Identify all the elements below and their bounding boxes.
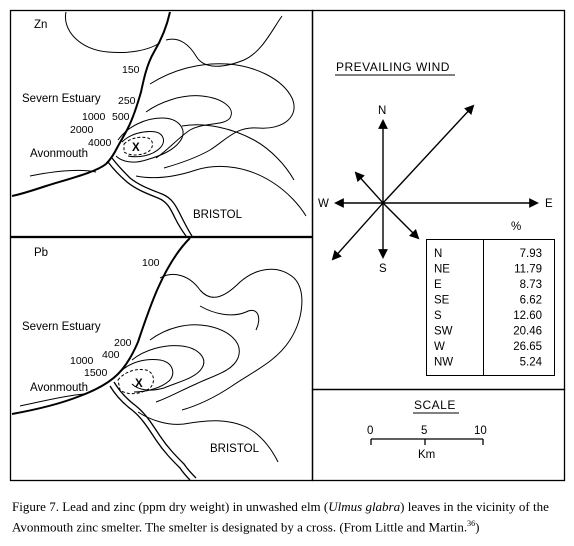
- pb-contour-mid: [199, 305, 260, 331]
- wind-table-percent: 20.46: [513, 326, 542, 338]
- caption-species: Ulmus glabra: [328, 499, 401, 514]
- compass-n-label: N: [378, 105, 386, 117]
- wind-table-percent: 8.73: [520, 279, 542, 291]
- wind-arrow-ne: [382, 104, 475, 204]
- zn-estuary-label: Severn Estuary: [22, 93, 101, 105]
- zn-contour-label: 1000: [82, 111, 106, 123]
- zn-contour-250: [149, 63, 295, 169]
- wind-table-direction: E: [434, 279, 442, 291]
- figure-caption: Figure 7. Lead and zinc (ppm dry weight)…: [12, 498, 564, 535]
- zn-map-frame: [9, 9, 314, 238]
- scale-unit: Km: [418, 449, 435, 461]
- compass-s-label: S: [379, 263, 387, 275]
- pb-smelter-mark: X: [135, 378, 143, 390]
- scale-title: SCALE: [414, 398, 456, 412]
- wind-table-percent: 11.79: [514, 264, 542, 276]
- zn-contour-500: [145, 95, 232, 159]
- scale-tick-label: 0: [367, 425, 373, 437]
- pb-river: [113, 381, 197, 479]
- zn-river-bank: [107, 161, 187, 237]
- zn-contour-label: 2000: [70, 124, 94, 136]
- pb-contour-label: 1500: [84, 367, 108, 379]
- zn-town-label: Avonmouth: [30, 148, 88, 160]
- pb-contour-1500: [117, 369, 154, 395]
- wind-arrow-sw: [331, 202, 384, 261]
- pb-panel-label: Pb: [34, 247, 48, 259]
- pb-coastline: [11, 237, 191, 415]
- wind-table-direction: SE: [434, 295, 450, 307]
- wind-table-percent: 26.65: [513, 341, 542, 353]
- compass-e-label: E: [545, 198, 553, 210]
- pb-estuary-label: Severn Estuary: [22, 321, 101, 333]
- pb-contour-label: 1000: [70, 355, 94, 367]
- wind-arrow-se: [382, 202, 420, 240]
- pb-map: [11, 237, 303, 481]
- wind-table-percent: 5.24: [520, 357, 543, 369]
- zn-contour-south: [29, 165, 307, 217]
- pb-contour-south: [19, 393, 279, 463]
- zn-contour-label: 250: [118, 95, 136, 107]
- pb-contour-400: [131, 345, 205, 391]
- compass-w-label: W: [318, 198, 329, 210]
- wind-table-header: %: [511, 221, 521, 233]
- zn-city-label: BRISTOL: [193, 209, 243, 221]
- pb-contour-label: 100: [142, 257, 160, 269]
- wind-table-direction: S: [434, 310, 442, 322]
- zn-panel-label: Zn: [34, 19, 47, 31]
- zn-map: [11, 11, 307, 237]
- pb-contour-200: [149, 324, 240, 403]
- zn-contour-150: [64, 11, 283, 67]
- caption-middle: ) leaves in the vicinity of the Avonmout…: [12, 499, 549, 535]
- wind-table-direction: NW: [434, 357, 453, 369]
- scale-tick-label: 10: [474, 425, 487, 437]
- scale-tick-label: 5: [421, 425, 427, 437]
- zn-contour-1000: [115, 117, 184, 163]
- pb-contour-label: 200: [114, 337, 132, 349]
- wind-title: PREVAILING WIND: [336, 60, 450, 74]
- zn-contour-label: 500: [112, 111, 130, 123]
- scale-panel-frame: [311, 388, 566, 482]
- wind-table-percent: 12.60: [513, 310, 542, 322]
- wind-table-percent: 7.93: [520, 248, 542, 260]
- wind-table-percent: 6.62: [520, 295, 542, 307]
- wind-rose: [331, 104, 539, 261]
- pb-contour-100: [159, 268, 303, 411]
- zn-contour-label: 150: [122, 64, 140, 76]
- pb-contour-label: 400: [102, 349, 120, 361]
- zn-contour-east: [181, 124, 295, 181]
- zn-river: [111, 157, 193, 237]
- caption-suffix: ): [475, 519, 480, 535]
- wind-table-direction: W: [434, 341, 445, 353]
- wind-table-direction: NE: [434, 264, 450, 276]
- caption-ref: 36: [467, 519, 476, 528]
- wind-table: [426, 239, 555, 376]
- pb-city-label: BRISTOL: [210, 443, 260, 455]
- wind-table-direction: SW: [434, 326, 453, 338]
- zn-contour-label: 4000: [88, 137, 112, 149]
- zn-contour-2000: [121, 131, 164, 158]
- pb-town-label: Avonmouth: [30, 382, 88, 394]
- zn-smelter-mark: X: [132, 142, 140, 154]
- pb-contour-1000: [119, 359, 174, 393]
- wind-table-direction: N: [434, 248, 442, 260]
- scale-bar: [370, 438, 484, 445]
- zn-coastline: [11, 11, 171, 197]
- wind-arrow-nw: [354, 171, 384, 204]
- caption-prefix: Figure 7. Lead and zinc (ppm dry weight)…: [12, 499, 329, 514]
- pb-river-bank: [109, 385, 191, 481]
